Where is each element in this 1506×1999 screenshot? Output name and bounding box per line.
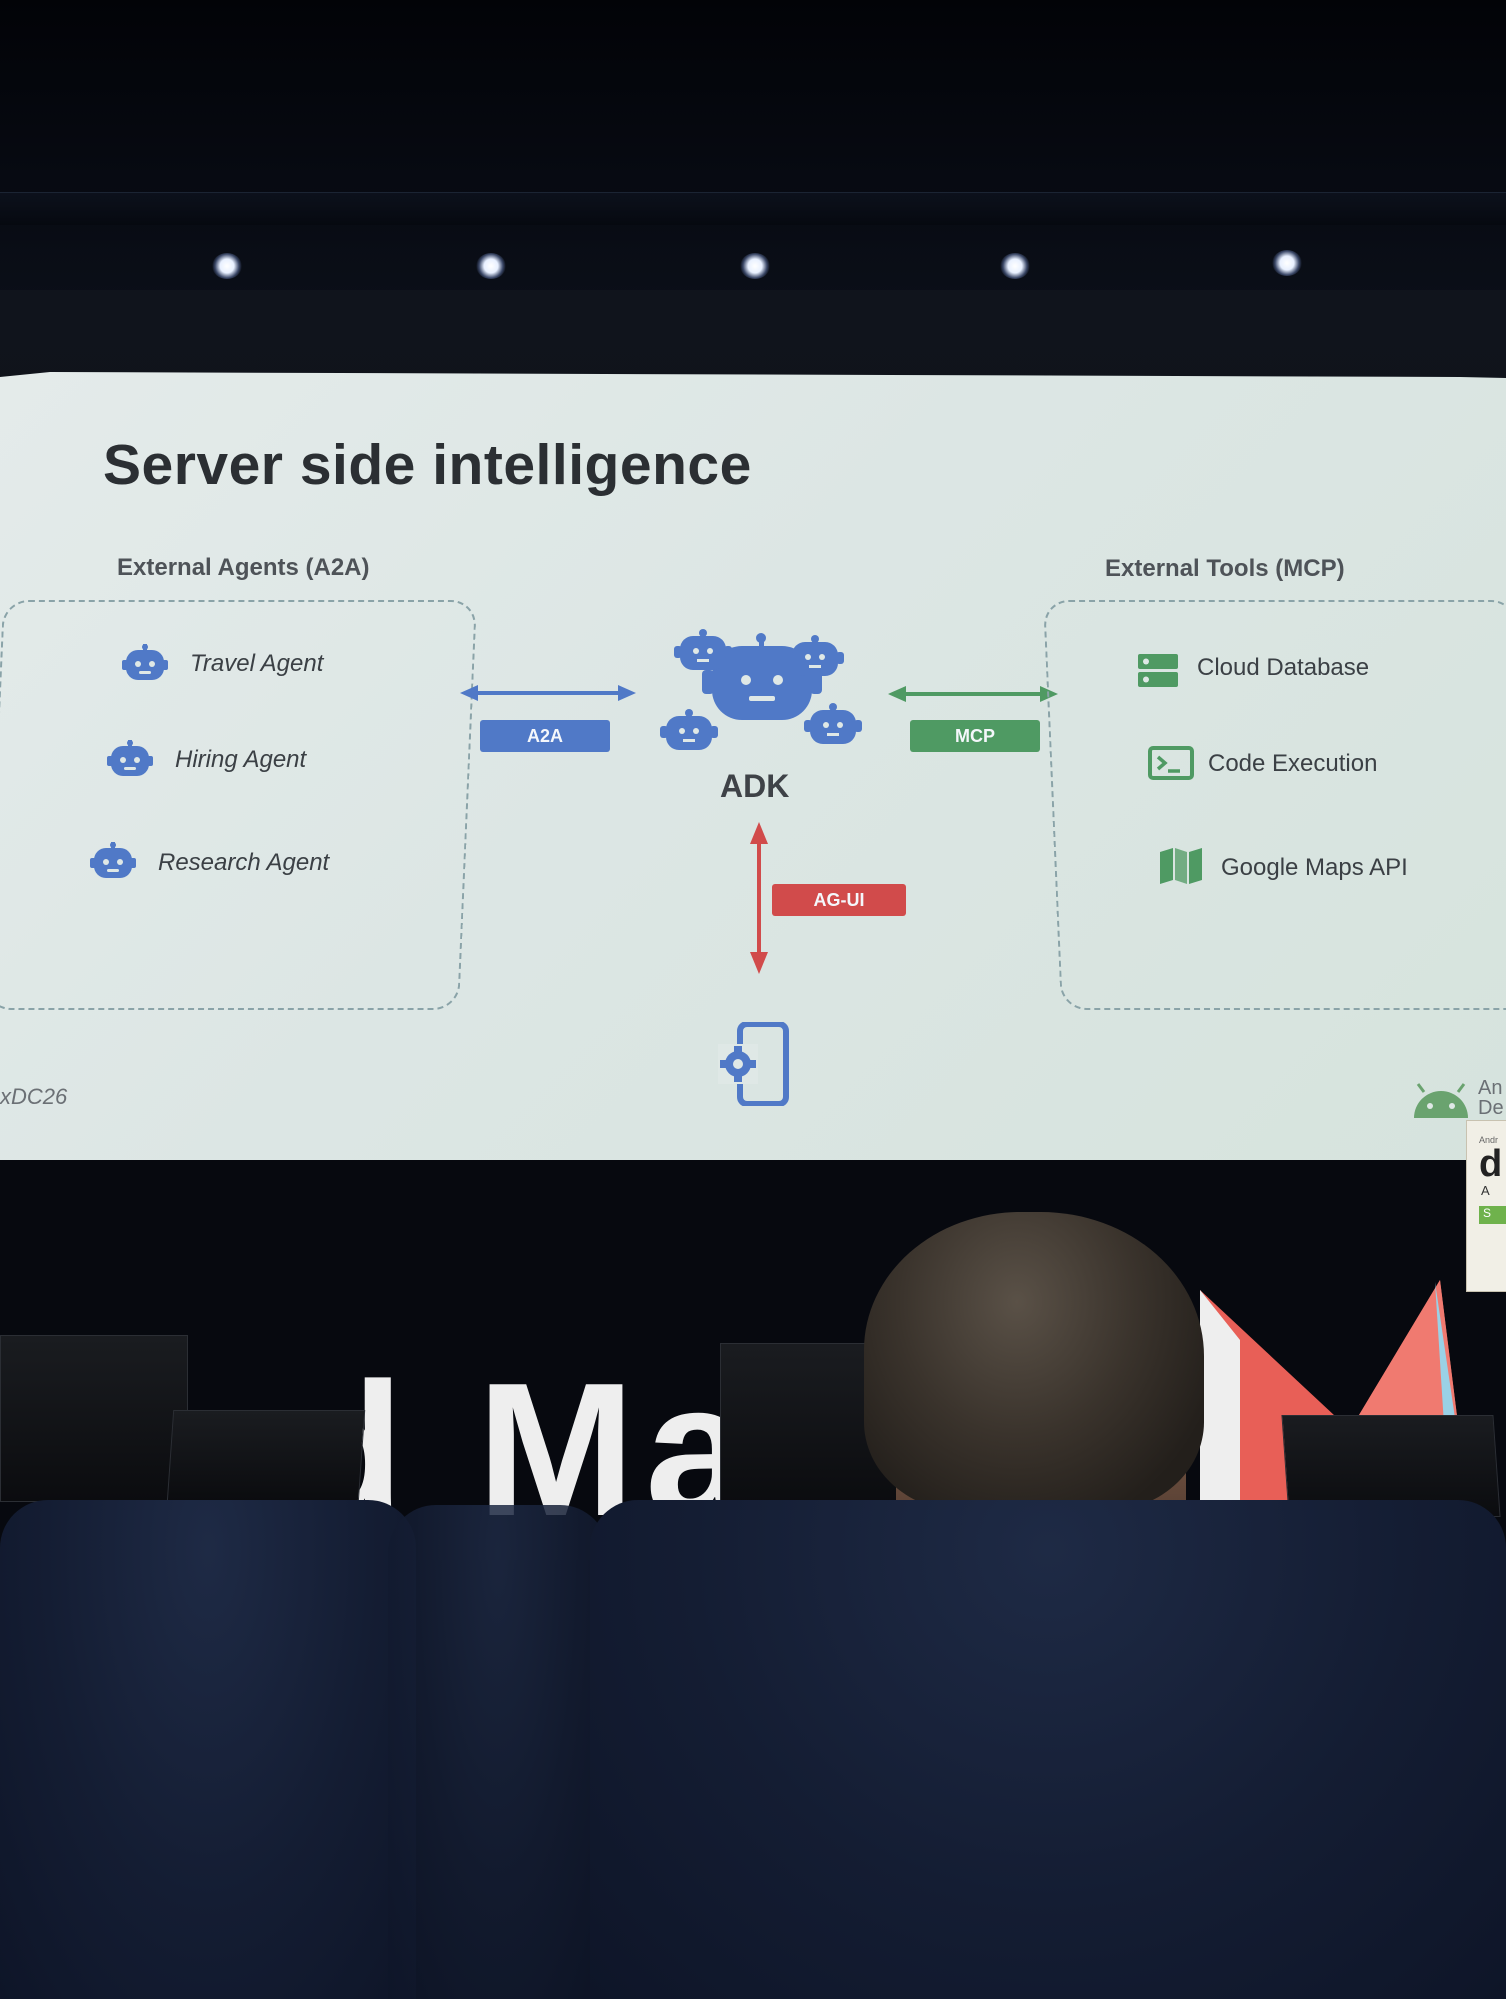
stage-speaker — [166, 1410, 366, 1502]
robot-icon — [122, 644, 168, 684]
seat-back — [388, 1505, 608, 1999]
stage-light — [476, 253, 506, 279]
event-poster: Andr d A S — [1466, 1120, 1506, 1292]
agent-label: Travel Agent — [190, 650, 324, 677]
mobile-settings-icon — [718, 1021, 790, 1107]
lighting-truss — [0, 192, 1506, 225]
poster-text: A — [1481, 1183, 1490, 1198]
stage-light — [1272, 250, 1302, 276]
poster-badge: S — [1479, 1206, 1506, 1224]
brand-fragment: An De — [1478, 1078, 1504, 1118]
external-agents-heading: External Agents (A2A) — [117, 554, 370, 581]
seat-back — [0, 1500, 416, 1999]
agent-label: Hiring Agent — [175, 746, 307, 773]
stage-sign-text: d Ma — [288, 1375, 750, 1515]
brand-fragment-line: De — [1478, 1097, 1504, 1119]
poster-letter: d — [1479, 1143, 1503, 1185]
stage-sign: d Ma — [270, 1375, 750, 1515]
mcp-arrow — [888, 683, 1058, 705]
seat-back — [590, 1500, 1506, 1999]
poster-text: Andr — [1479, 1135, 1499, 1145]
a2a-arrow — [460, 682, 636, 704]
tool-label: Code Execution — [1208, 750, 1378, 777]
ag-ui-tag: AG-UI — [772, 884, 906, 916]
a2a-tag: A2A — [480, 720, 610, 752]
tool-label: Cloud Database — [1197, 654, 1370, 681]
robot-icon — [90, 842, 136, 882]
adk-robots-icon — [660, 624, 870, 774]
person-head — [864, 1212, 1204, 1512]
ceiling — [0, 0, 1506, 300]
robot-icon — [107, 740, 153, 780]
database-icon — [1138, 654, 1180, 688]
mcp-tag: MCP — [910, 720, 1040, 752]
stage-light — [740, 253, 770, 279]
android-logo-icon — [1410, 1082, 1472, 1118]
slide-title: Server side intelligence — [103, 433, 752, 497]
tool-label: Google Maps API — [1221, 854, 1408, 881]
external-tools-heading: External Tools (MCP) — [1105, 555, 1345, 582]
event-hashtag: xDC26 — [0, 1084, 68, 1109]
terminal-icon — [1148, 746, 1194, 780]
projection-screen: Server side intelligence External Agents… — [0, 372, 1506, 1162]
map-icon — [1160, 848, 1202, 884]
agent-label: Research Agent — [158, 849, 330, 876]
stage-light — [212, 253, 242, 279]
ag-ui-arrow — [748, 822, 770, 974]
adk-label: ADK — [720, 768, 790, 804]
stage-light — [1000, 253, 1030, 279]
stage-monitor — [0, 1335, 188, 1502]
brand-fragment-line: An — [1478, 1077, 1503, 1099]
